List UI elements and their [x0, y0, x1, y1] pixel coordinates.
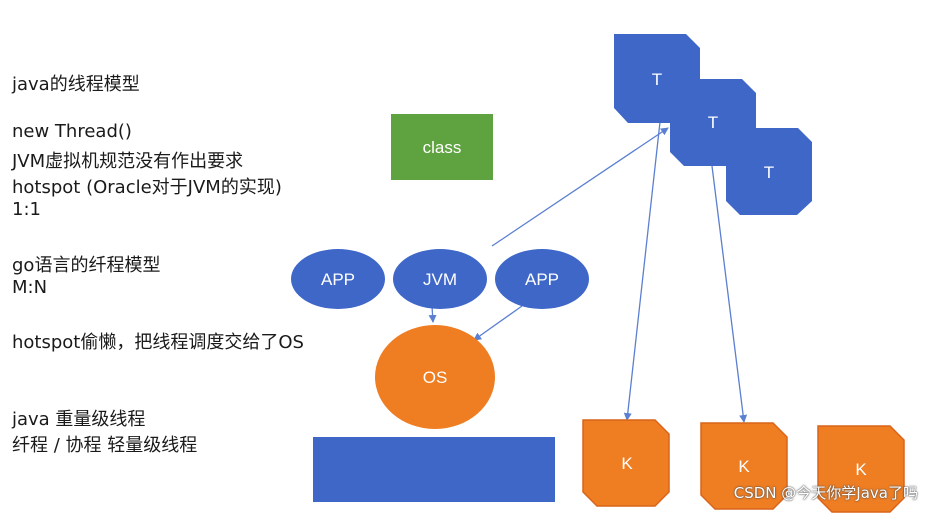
note-new-thread: new Thread(): [12, 121, 132, 142]
kernel-thread-2-label: K: [738, 457, 750, 476]
note-ratio-1-1: 1:1: [12, 199, 41, 220]
kernel-thread-3-shape: [817, 425, 905, 513]
kernel-thread-3-label: K: [855, 460, 867, 479]
note-jvm-spec: JVM虚拟机规范没有作出要求: [12, 151, 244, 172]
note-ratio-m-n: M:N: [12, 277, 48, 298]
arrow-thread-2-to-kernel-2: [711, 165, 748, 423]
app-left-label: APP: [321, 270, 355, 289]
arrow-jvm-to-os: [428, 305, 437, 323]
arrow-thread-1-to-kernel-1: [623, 121, 661, 421]
thread-2-label: T: [708, 113, 718, 132]
class-box-label: class: [423, 138, 462, 157]
thread-3-shape: [726, 128, 812, 215]
class-box: [391, 114, 493, 180]
jvm-label: JVM: [423, 270, 457, 289]
kernel-thread-2-shape: [700, 422, 788, 510]
kernel-thread-1-label: K: [621, 454, 633, 473]
os-label: OS: [423, 368, 448, 387]
note-fiber-lightweight: 纤程 / 协程 轻量级线程: [12, 435, 198, 456]
kernel-thread-1-shape: [582, 419, 670, 507]
note-java-heavyweight: java 重量级线程: [12, 409, 146, 430]
heavyweight-bar: [313, 437, 555, 502]
arrow-jvm-to-thread: [491, 127, 669, 247]
watermark: CSDN @今天你学Java了吗: [733, 484, 918, 502]
note-hotspot: hotspot (Oracle对于JVM的实现): [12, 177, 282, 198]
thread-3-label: T: [764, 163, 774, 182]
os-node: [375, 325, 495, 429]
note-title-java-thread-model: java的线程模型: [12, 74, 140, 95]
arrow-app-to-os: [473, 305, 523, 341]
thread-1-label: T: [652, 70, 662, 89]
note-go-fiber-model: go语言的纤程模型: [12, 255, 161, 276]
app-right-label: APP: [525, 270, 559, 289]
jvm-node: [393, 249, 487, 309]
app-left-node: [291, 249, 385, 309]
note-hotspot-os-scheduling: hotspot偷懒，把线程调度交给了OS: [12, 332, 304, 353]
app-right-node: [495, 249, 589, 309]
